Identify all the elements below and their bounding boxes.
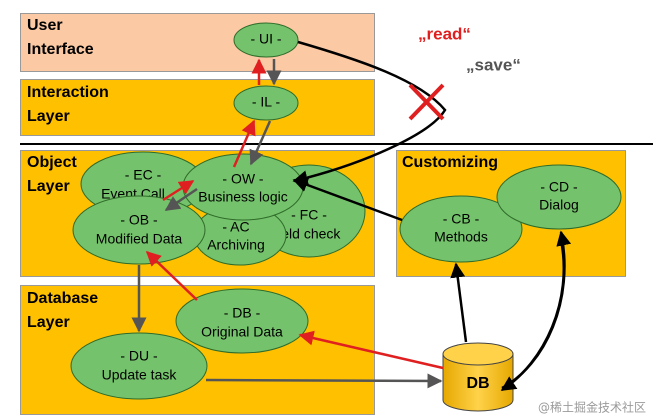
separator-line bbox=[20, 143, 653, 145]
node-ac-label: Archiving bbox=[207, 237, 265, 253]
node-ow-label: Business logic bbox=[198, 189, 288, 205]
arrow-ui-to-ow-blocked bbox=[292, 40, 447, 186]
node-il-code: - IL - bbox=[252, 94, 281, 110]
interaction-layer-band bbox=[20, 79, 375, 136]
arrow-dbcyl-to-cb bbox=[450, 262, 468, 343]
arrow-db-to-ob-red bbox=[145, 250, 198, 301]
node-fc-label: Field check bbox=[270, 226, 342, 242]
caption-read: „read“ bbox=[418, 24, 471, 43]
arrow-du-to-dbcyl bbox=[205, 373, 443, 389]
blocked-x-icon bbox=[408, 83, 445, 121]
layer-label-database: Database Layer bbox=[27, 290, 99, 331]
node-ow: - OW - Business logic bbox=[182, 153, 304, 221]
node-db: - DB - Original Data bbox=[175, 288, 309, 354]
arrow-il-to-ow bbox=[249, 120, 272, 166]
node-cd: - CD - Dialog bbox=[496, 164, 622, 230]
node-db-code: - DB - bbox=[224, 305, 261, 321]
node-ob-code: - OB - bbox=[120, 212, 158, 228]
caption-save: „save“ bbox=[466, 55, 521, 74]
node-ob-label: Modified Data bbox=[96, 231, 183, 247]
node-cb-label: Methods bbox=[434, 229, 488, 245]
node-cd-label: Dialog bbox=[539, 197, 579, 213]
arrow-ow-to-ob bbox=[164, 187, 198, 212]
arrow-dbcyl-to-db-red bbox=[298, 330, 444, 370]
node-cd-code: - CD - bbox=[540, 179, 578, 195]
node-cb: - CB - Methods bbox=[399, 195, 523, 263]
node-ui-code: - UI - bbox=[250, 31, 281, 47]
node-du-label: Update task bbox=[102, 367, 178, 383]
layer-label-object: Object Layer bbox=[27, 154, 77, 195]
node-ac-code: - AC bbox=[222, 219, 249, 235]
layer-label-interaction: Interaction Layer bbox=[27, 84, 109, 125]
node-fc-code: - FC - bbox=[291, 207, 327, 223]
arrow-cb-to-ow bbox=[292, 177, 403, 222]
arrow-ow-to-il-red bbox=[232, 119, 256, 168]
user-interface-band bbox=[20, 13, 375, 72]
node-db-label: Original Data bbox=[201, 324, 283, 340]
node-ui: - UI - bbox=[233, 22, 299, 58]
database-cylinder-label: DB bbox=[466, 375, 489, 392]
node-il: - IL - bbox=[233, 85, 299, 121]
layer-label-customizing: Customizing bbox=[402, 154, 498, 171]
node-ac: - AC Archiving bbox=[193, 204, 287, 266]
node-ec-code: - EC - bbox=[125, 167, 162, 183]
node-ob: - OB - Modified Data bbox=[72, 195, 206, 265]
arrow-cd-to-dbcyl bbox=[500, 239, 566, 392]
node-du-code: - DU - bbox=[120, 348, 158, 364]
node-du: - DU - Update task bbox=[70, 332, 208, 400]
watermark: @稀土掘金技术社区 bbox=[538, 400, 646, 415]
node-ow-code: - OW - bbox=[222, 171, 264, 187]
database-cylinder: DB bbox=[442, 342, 514, 412]
node-cb-code: - CB - bbox=[443, 211, 480, 227]
layer-label-user-interface: User Interface bbox=[27, 17, 94, 58]
